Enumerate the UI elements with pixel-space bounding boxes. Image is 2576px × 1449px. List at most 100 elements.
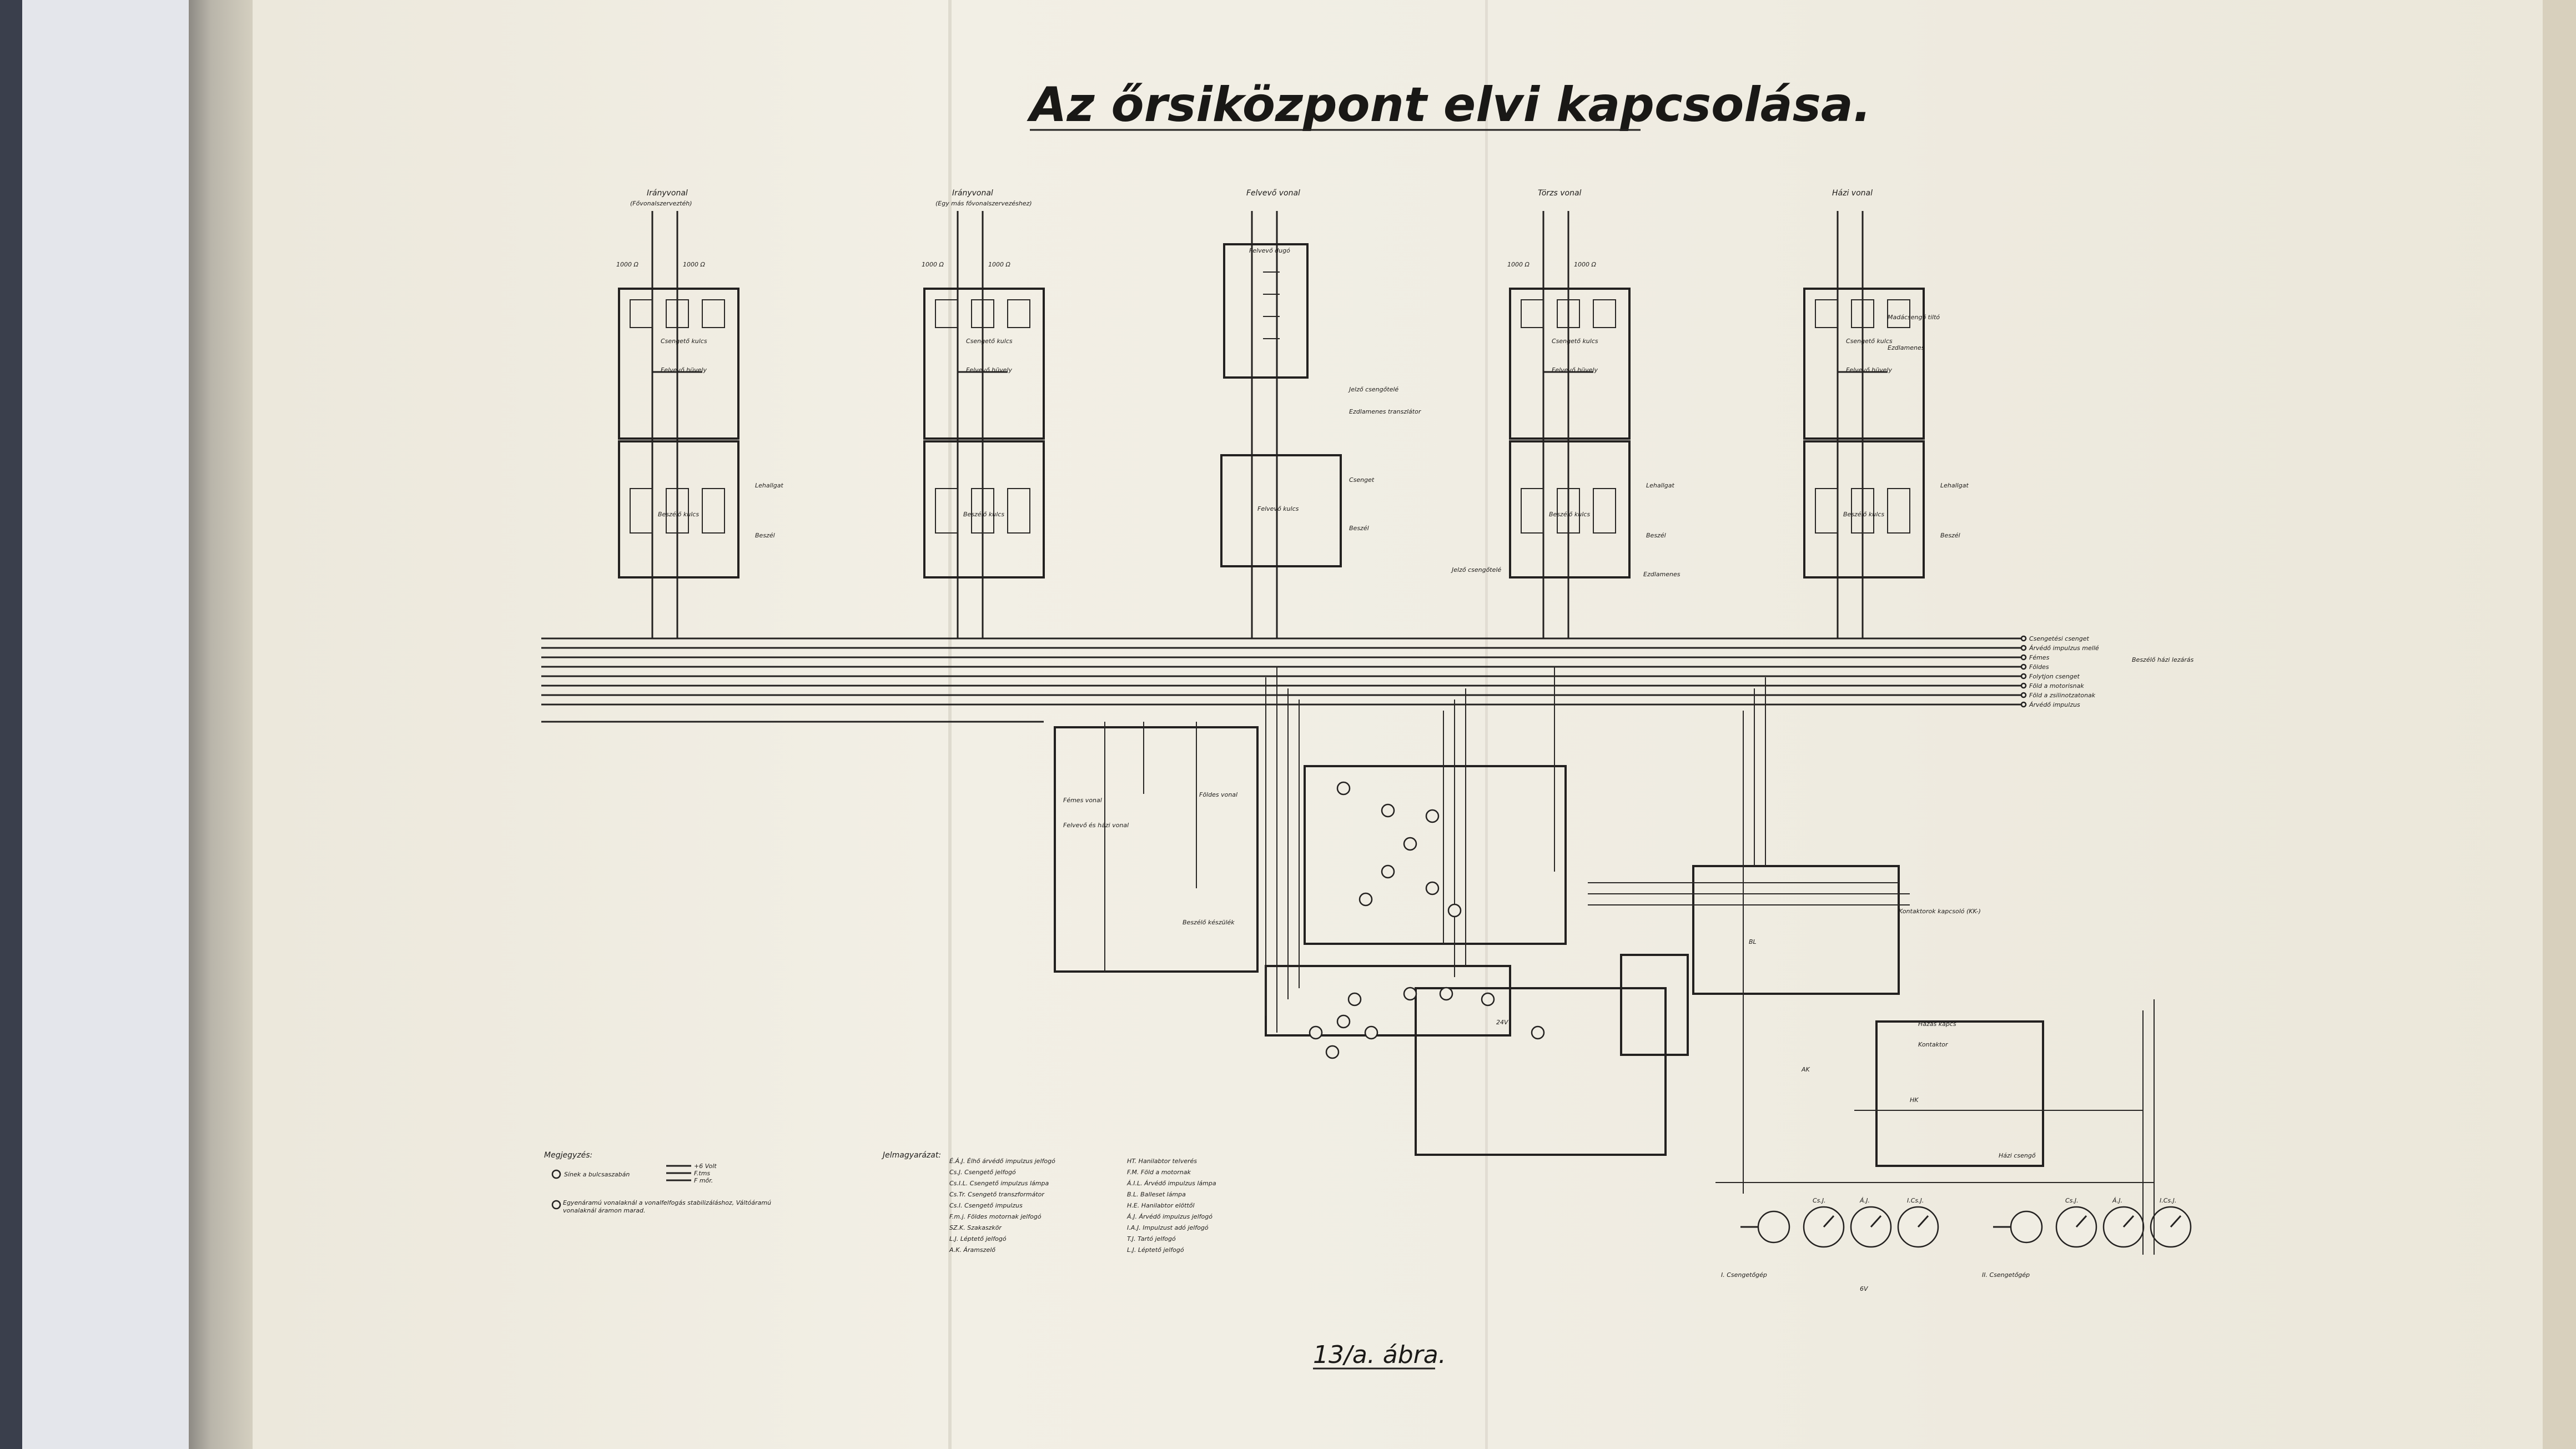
hazis-kapcs-label: Házas kapcs: [1918, 1020, 1956, 1028]
meter-needle: [2122, 1215, 2135, 1228]
extra-label-2: Ezdlamenes: [1888, 344, 1925, 351]
ohm-left: 1000 Ω: [922, 261, 944, 268]
unit-subheader: (Fővonalszerveztéh): [630, 200, 692, 207]
foldes-vonal-label: Földes vonal: [1199, 791, 1237, 798]
bus-label-6: Föld a motorisnak: [2029, 682, 2084, 690]
terminal-10: [1336, 1014, 1351, 1029]
ohm-right: 1000 Ω: [988, 261, 1010, 268]
unit-header: Felvevő vonal: [1246, 189, 1300, 198]
ohm-right: 1000 Ω: [1574, 261, 1596, 268]
csengeto-2-label: II. Csengetőgép: [1982, 1271, 2030, 1279]
bus-label-2: Árvédő impulzus mellé: [2029, 645, 2099, 652]
hazis-kapcs-panel: [1875, 1020, 2044, 1167]
abbrev-left-item: A.K. Áramszelő: [949, 1246, 995, 1254]
lower-relay-panel: [1265, 965, 1511, 1037]
voltage-24v-label: 24V: [1496, 1019, 1509, 1026]
bus-terminal-2: [2020, 645, 2027, 651]
lower-center-panel: [1304, 765, 1567, 945]
legend-value-1: +6 Volt: [694, 1163, 717, 1170]
ohm-left: 1000 Ω: [1507, 261, 1530, 268]
bus-label-8: Árvédő impulzus: [2029, 701, 2080, 708]
contact-spring: [935, 488, 958, 534]
contact-spring: [1851, 488, 1874, 534]
side-lower-label: Beszél: [1646, 532, 1666, 539]
diagram-sheet: [253, 0, 2543, 1449]
cord-signal-label: Jelző csengőtelé: [1348, 386, 1398, 393]
kontaktor-kapcsolo-label: Kontaktorok kapcsoló (KK-): [1899, 908, 1981, 915]
bus-terminal-3: [2020, 654, 2027, 661]
terminal-16: [1325, 1045, 1340, 1059]
terminal-9: [1347, 992, 1362, 1007]
abbrev-right-item: B.L. Balleset lámpa: [1127, 1191, 1186, 1198]
ring-key-label: Csengető kulcs: [966, 338, 1013, 345]
contact-spring: [971, 488, 994, 534]
side-lower-label: Beszél: [755, 532, 775, 539]
abbrev-right-item: T.J. Tartó jelfogó: [1127, 1235, 1176, 1242]
unit-header: Házi vonal: [1832, 189, 1873, 198]
title-group: Az őrsiközpont elvi kapcsolása.: [1027, 77, 1871, 133]
talk-key-label: Beszélő kulcs: [1843, 511, 1884, 518]
meter-label: Á.J.: [1859, 1197, 1870, 1204]
unit-subheader: (Egy más fővonalszervezéshez): [935, 200, 1032, 207]
book-binding-dark: [0, 0, 22, 1449]
terminal-12: [1403, 987, 1417, 1001]
meter-needle: [1823, 1215, 1835, 1228]
line-unit-2: Irányvonal(Egy más fővonalszervezéshez)1…: [922, 189, 1045, 638]
meter-label: Cs.J.: [1813, 1197, 1826, 1204]
voltage-6v-label: 6V: [1860, 1285, 1869, 1292]
abbreviations: Jelmagyarázat: É.Á.J. Élhő árvédő impulz…: [881, 1151, 1216, 1254]
bus-label-5: Folytjon csenget: [2029, 673, 2080, 680]
legend-notes: Megjegyzés: Sínek a bulcsaszabán +6 Volt…: [544, 1151, 772, 1214]
talk-key-label: Beszélő kulcs: [963, 511, 1004, 518]
contact-spring: [702, 488, 725, 534]
hk-label: HK: [1910, 1096, 1919, 1104]
talk-key-box: [618, 440, 739, 578]
abbrev-left-item: Cs.I. Csengető impulzus: [949, 1202, 1023, 1209]
talk-key-box: [1803, 440, 1925, 578]
contact-spring: [1007, 488, 1030, 534]
meter-label: Á.J.: [2112, 1197, 2122, 1204]
meter-needle: [2075, 1215, 2087, 1228]
legend-value-3: F mőr.: [694, 1177, 713, 1184]
bus-label-3: Fémes: [2029, 654, 2050, 661]
hazi-csengo-label: Házi csengő: [1999, 1152, 2036, 1159]
bus-terminal-5: [2020, 673, 2027, 680]
legend-marker-1: [551, 1169, 561, 1179]
legend-note-2: Egyenáramú vonalaknál a vonalfelfogás st…: [563, 1199, 772, 1214]
abbrev-left-item: Cs.J. Csengető jelfogó: [949, 1169, 1016, 1176]
abbrev-right-item: Á.J. Árvédő impulzus jelfogó: [1126, 1213, 1212, 1220]
contact-spring: [935, 299, 958, 328]
ohm-right: 1000 Ω: [683, 261, 705, 268]
meter-label: Cs.J.: [2065, 1197, 2079, 1204]
ring-key-box: [618, 288, 739, 440]
kontaktor-label: Kontaktor: [1918, 1041, 1949, 1048]
sheet-right-edge: [2543, 0, 2576, 1449]
abbrev-right-item: HT. Hanilabtor telverés: [1127, 1158, 1197, 1165]
legend-note-1: Sínek a bulcsaszabán: [564, 1171, 630, 1178]
plug-label: Felvevő dugó: [1249, 247, 1290, 254]
csengeto-1-label: I. Csengetőgép: [1721, 1271, 1767, 1279]
bl-label: BL: [1749, 938, 1757, 945]
side-upper-label: Lehallgat: [755, 482, 783, 489]
contact-spring: [666, 299, 689, 328]
abbrev-left-item: Cs.I.L. Csengető impulzus lámpa: [949, 1180, 1049, 1187]
ohm-left: 1000 Ω: [616, 261, 638, 268]
bus-terminal-1: [2020, 635, 2027, 642]
meter-needle: [1917, 1215, 1929, 1228]
lower-left-panel: [1054, 726, 1259, 973]
abbrev-right-item: H.E. Hanilabtor elöttől: [1127, 1202, 1195, 1209]
book-gutter: [189, 0, 253, 1449]
talk-key-label: Beszélő kulcs: [1549, 511, 1590, 518]
lower-fm-panel: [1620, 954, 1689, 1056]
plug-box: [1223, 243, 1309, 379]
side-lower-label: Beszél: [1940, 532, 1960, 539]
meter-needle: [2170, 1215, 2182, 1228]
transformer-label: Ezdlamenes transzlátor: [1349, 408, 1422, 415]
terminal-11: [1364, 1025, 1378, 1040]
terminal-6: [1359, 892, 1373, 907]
ring-key-box: [923, 288, 1045, 440]
